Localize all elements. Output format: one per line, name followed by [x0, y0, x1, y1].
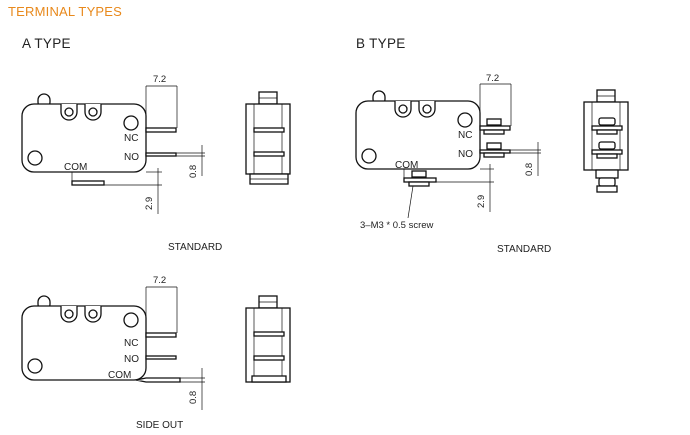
- b-standard-nc-label: NC: [458, 130, 472, 141]
- a-sideout-dim-top: 7.2: [153, 275, 166, 286]
- a-type-title: A TYPE: [22, 36, 71, 51]
- b-standard-dim-right: 0.8: [524, 163, 535, 176]
- a-sideout-nc-label: NC: [124, 338, 138, 349]
- a-sideout-no-label: NO: [124, 354, 139, 365]
- a-standard-dim-right: 0.8: [188, 165, 199, 178]
- a-standard-caption: STANDARD: [168, 242, 222, 253]
- section-header: TERMINAL TYPES: [8, 4, 123, 19]
- a-sideout-side-view: [21, 286, 205, 410]
- b-standard-caption: STANDARD: [497, 244, 551, 255]
- a-standard-no-label: NO: [124, 152, 139, 163]
- a-sideout-com-label: COM: [108, 370, 131, 381]
- b-type-title: B TYPE: [356, 36, 406, 51]
- a-sideout-end-view: [245, 295, 291, 383]
- a-standard-dim-top: 7.2: [153, 74, 166, 85]
- b-standard-dim-top: 7.2: [486, 73, 499, 84]
- b-standard-dim-bottom: 2.9: [476, 195, 487, 208]
- b-standard-no-label: NO: [458, 149, 473, 160]
- a-sideout-dim-right: 0.8: [188, 391, 199, 404]
- b-standard-end-view: [583, 89, 629, 193]
- a-standard-com-label: COM: [64, 162, 87, 173]
- a-standard-side-view: [21, 85, 205, 214]
- b-standard-com-label: COM: [395, 160, 418, 171]
- b-standard-screw-note: 3–M3 * 0.5 screw: [360, 220, 434, 231]
- a-standard-end-view: [245, 91, 291, 185]
- a-standard-dim-bottom: 2.9: [144, 197, 155, 210]
- b-standard-side-view: [355, 83, 541, 219]
- a-sideout-caption: SIDE OUT: [136, 420, 183, 431]
- a-standard-nc-label: NC: [124, 133, 138, 144]
